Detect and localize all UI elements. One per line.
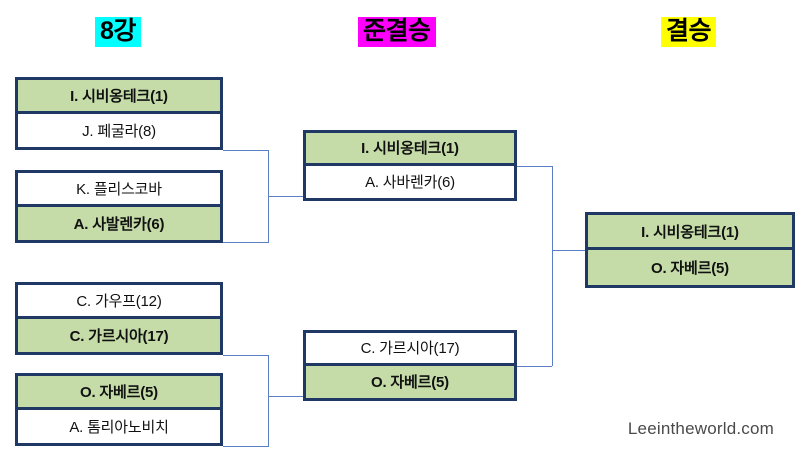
connector-into-sf1	[268, 196, 304, 197]
connector-qf2-horizontal	[223, 242, 268, 243]
match-slot-player[interactable]: O. 자베르(5)	[306, 365, 514, 398]
connector-qf1-horizontal	[223, 150, 268, 151]
match-quarterfinal-3[interactable]: C. 가우프(12) C. 가르시아(17)	[15, 282, 223, 355]
round-label-final: 결승	[661, 17, 717, 48]
connector-qf3-horizontal	[223, 355, 268, 356]
connector-sf2-horizontal	[517, 366, 552, 367]
match-slot-player[interactable]: I. 시비옹테크(1)	[588, 215, 792, 250]
match-slot-player[interactable]: I. 시비옹테크(1)	[18, 80, 220, 114]
round-label-quarterfinal: 8강	[95, 17, 141, 48]
match-semifinal-1[interactable]: I. 시비옹테크(1) A. 사바렌카(6)	[303, 130, 517, 201]
match-slot-player[interactable]: A. 톰리아노비치	[18, 409, 220, 443]
connector-sf1-horizontal	[517, 166, 552, 167]
match-slot-player[interactable]: C. 가르시아(17)	[306, 333, 514, 366]
match-slot-player[interactable]: O. 자베르(5)	[588, 250, 792, 285]
match-quarterfinal-1[interactable]: I. 시비옹테크(1) J. 페굴라(8)	[15, 77, 223, 150]
match-quarterfinal-2[interactable]: K. 플리스코바 A. 사발렌카(6)	[15, 170, 223, 243]
match-final[interactable]: I. 시비옹테크(1) O. 자베르(5)	[585, 212, 795, 288]
match-slot-player[interactable]: A. 사바렌카(6)	[306, 165, 514, 198]
match-slot-player[interactable]: O. 자베르(5)	[18, 376, 220, 410]
match-slot-player[interactable]: A. 사발렌카(6)	[18, 206, 220, 240]
match-slot-player[interactable]: K. 플리스코바	[18, 173, 220, 207]
watermark-text: Leeintheworld.com	[627, 419, 774, 438]
connector-qf-lower-vertical	[268, 355, 269, 447]
match-slot-player[interactable]: I. 시비옹테크(1)	[306, 133, 514, 166]
connector-into-final	[552, 250, 586, 251]
match-quarterfinal-4[interactable]: O. 자베르(5) A. 톰리아노비치	[15, 373, 223, 446]
connector-into-sf2	[268, 396, 304, 397]
connector-qf4-horizontal	[223, 446, 268, 447]
match-slot-player[interactable]: C. 가우프(12)	[18, 285, 220, 319]
round-label-semifinal: 준결승	[358, 17, 436, 48]
match-slot-player[interactable]: C. 가르시아(17)	[18, 318, 220, 352]
match-semifinal-2[interactable]: C. 가르시아(17) O. 자베르(5)	[303, 330, 517, 401]
match-slot-player[interactable]: J. 페굴라(8)	[18, 113, 220, 147]
connector-sf-vertical	[552, 166, 553, 366]
